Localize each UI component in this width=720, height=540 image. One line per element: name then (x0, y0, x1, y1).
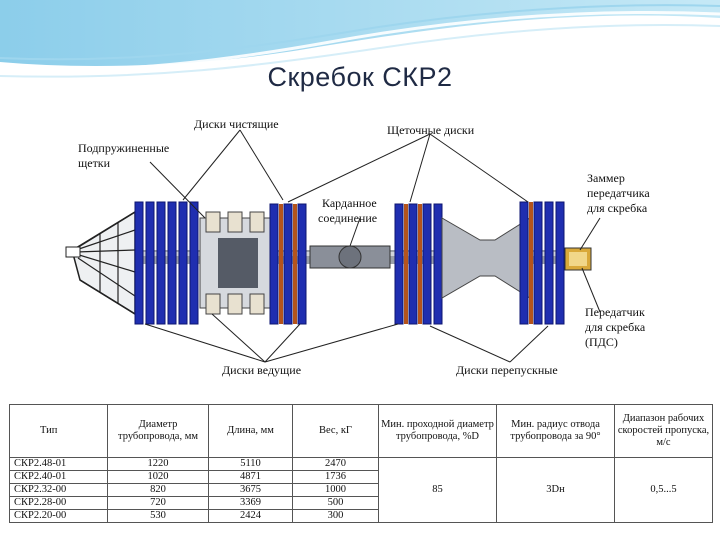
cell-length: 4871 (209, 471, 293, 484)
cell-diameter: 530 (108, 510, 209, 523)
cardan-joint (310, 246, 390, 268)
disc (298, 204, 306, 324)
disc (284, 204, 292, 324)
disc-brush (529, 202, 533, 324)
front-cone-cage (66, 212, 135, 314)
disc (520, 202, 528, 324)
label-cardan-2: соединение (318, 211, 377, 225)
cell-length: 5110 (209, 458, 293, 471)
transmitter (565, 248, 591, 270)
label-spring-brushes-1: Подпружиненные (78, 141, 169, 155)
table-header-row: Тип Диаметр трубопровода, мм Длина, мм В… (10, 405, 713, 458)
disc (190, 202, 198, 324)
disc (135, 202, 143, 324)
disc-brush (293, 204, 297, 324)
rear-bypass-discs (520, 202, 564, 324)
label-emitter-3: для скребка (587, 201, 648, 215)
cell-type: СКР2.40-01 (10, 471, 108, 484)
label-transmitter-3: (ПДС) (585, 335, 618, 349)
disc (423, 204, 431, 324)
cell-diameter: 720 (108, 497, 209, 510)
label-cardan-1: Карданное (322, 196, 377, 210)
label-cleaning-discs: Диски чистящие (194, 117, 279, 131)
cell-min-passage: 85 (379, 458, 497, 523)
cell-weight: 1736 (293, 471, 379, 484)
cell-length: 3675 (209, 484, 293, 497)
disc (434, 204, 442, 324)
pig-diagram: Диски чистящие Щеточные диски Подпружине… (0, 100, 720, 400)
cell-weight: 1000 (293, 484, 379, 497)
cell-diameter: 1020 (108, 471, 209, 484)
disc (270, 204, 278, 324)
disc (556, 202, 564, 324)
header-type: Тип (10, 405, 108, 458)
header-min-radius: Мин. радиус отвода трубопровода за 90° (497, 405, 615, 458)
cell-weight: 500 (293, 497, 379, 510)
disc-brush (418, 204, 422, 324)
disc-brush (279, 204, 283, 324)
disc (534, 202, 542, 324)
cell-diameter: 820 (108, 484, 209, 497)
cell-weight: 2470 (293, 458, 379, 471)
label-emitter-2: передатчика (587, 186, 650, 200)
spring-brushes-assembly (200, 212, 270, 314)
header-speed-range: Диапазон рабочих скоростей пропуска, м/с (615, 405, 713, 458)
label-brush-discs: Щеточные диски (387, 123, 475, 137)
header-diameter: Диаметр трубопровода, мм (108, 405, 209, 458)
table-row: СКР2.48-01 1220 5110 2470 85 3Dн 0,5...5 (10, 458, 713, 471)
rear-disc-pack (395, 204, 442, 324)
label-emitter-1: Заммер (587, 171, 625, 185)
disc (545, 202, 553, 324)
cell-diameter: 1220 (108, 458, 209, 471)
cell-length: 2424 (209, 510, 293, 523)
disc-brush (404, 204, 408, 324)
spec-table: Тип Диаметр трубопровода, мм Длина, мм В… (9, 404, 713, 523)
cell-type: СКР2.32-00 (10, 484, 108, 497)
header-min-passage: Мин. проходной диаметр трубопровода, %D (379, 405, 497, 458)
hourglass-body (442, 218, 530, 298)
disc (179, 202, 187, 324)
cell-type: СКР2.28-00 (10, 497, 108, 510)
slide-title: Скребок СКР2 (0, 62, 720, 93)
disc (395, 204, 403, 324)
cell-weight: 300 (293, 510, 379, 523)
cell-type: СКР2.20-00 (10, 510, 108, 523)
label-transmitter-1: Передатчик (585, 305, 645, 319)
label-transmitter-2: для скребка (585, 320, 646, 334)
label-driving-discs: Диски ведущие (222, 363, 301, 377)
disc (409, 204, 417, 324)
cell-type: СКР2.48-01 (10, 458, 108, 471)
disc (146, 202, 154, 324)
cell-length: 3369 (209, 497, 293, 510)
disc (157, 202, 165, 324)
header-length: Длина, мм (209, 405, 293, 458)
front-brush-discs (270, 204, 306, 324)
label-spring-brushes-2: щетки (78, 156, 111, 170)
cell-speed-range: 0,5...5 (615, 458, 713, 523)
header-weight: Вес, кГ (293, 405, 379, 458)
disc (168, 202, 176, 324)
cell-min-radius: 3Dн (497, 458, 615, 523)
label-bypass-discs: Диски перепускные (456, 363, 558, 377)
